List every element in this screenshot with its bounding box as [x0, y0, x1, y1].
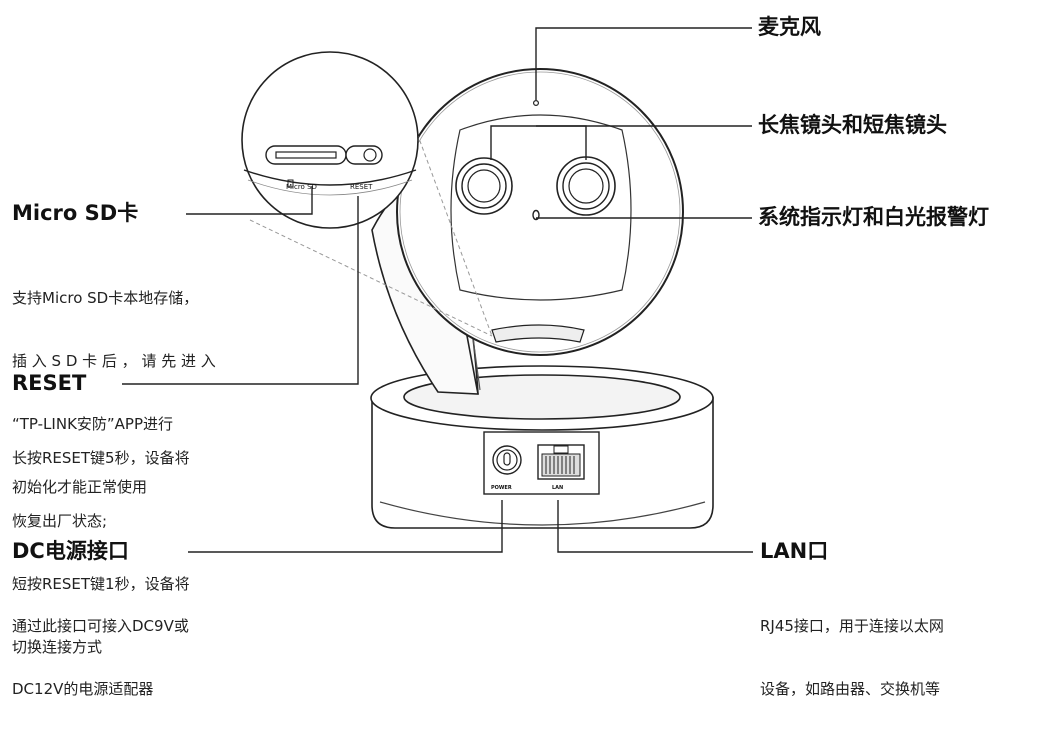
desc-microsd: 支持Micro SD卡本地存储， 插 入 S D 卡 后 ， 请 先 进 入 “… [12, 246, 216, 540]
camera-head [396, 68, 684, 356]
lens-left [455, 157, 513, 215]
lan-port-text: LAN [552, 485, 564, 491]
reset-slot-text: RESET [350, 183, 373, 191]
lens-right [556, 156, 616, 216]
power-port-text: POWER [491, 485, 512, 491]
label-microphone: 麦克风 [758, 15, 821, 39]
desc-reset-line: 恢复出厂状态; [12, 512, 108, 530]
desc-reset-line: 长按RESET键5秒，设备将 [12, 449, 190, 467]
label-microsd: Micro SD卡 [12, 201, 139, 225]
zoom-detail [241, 51, 493, 337]
indicator-light [532, 209, 540, 221]
label-lan: LAN口 [760, 539, 829, 563]
desc-reset-line: 短按RESET键1秒，设备将 [12, 575, 190, 593]
microsd-slot-text: Micro SD [286, 183, 317, 191]
desc-microsd-line: 支持Micro SD卡本地存储， [12, 289, 199, 307]
label-dc: DC电源接口 [12, 539, 129, 563]
camera-illustration [122, 27, 753, 553]
camera-diagram: Micro SD RESET POWER LAN 麦克风 长焦镜头和短焦镜头 系… [12, 15, 989, 699]
label-reset: RESET [12, 371, 87, 395]
rear-port-panel [483, 431, 600, 495]
desc-microsd-line: 插 入 S D 卡 后 ， 请 先 进 入 [12, 352, 216, 370]
desc-dc-line: 通过此接口可接入DC9V或 [12, 617, 189, 635]
leader-lines [122, 27, 753, 553]
desc-lan: RJ45接口，用于连接以太网 设备，如路由器、交换机等 [760, 574, 944, 742]
microphone-hole [532, 99, 539, 106]
desc-dc-line: DC12V的电源适配器 [12, 680, 154, 698]
desc-lan-line: RJ45接口，用于连接以太网 [760, 617, 944, 635]
desc-microsd-line: 初始化才能正常使用 [12, 478, 148, 496]
label-lenses: 长焦镜头和短焦镜头 [758, 113, 947, 137]
label-indicator: 系统指示灯和白光报警灯 [758, 205, 989, 229]
desc-microsd-line: “TP-LINK安防”APP进行 [12, 415, 174, 433]
desc-dc: 通过此接口可接入DC9V或 DC12V的电源适配器 [12, 574, 189, 742]
desc-lan-line: 设备，如路由器、交换机等 [760, 680, 941, 698]
